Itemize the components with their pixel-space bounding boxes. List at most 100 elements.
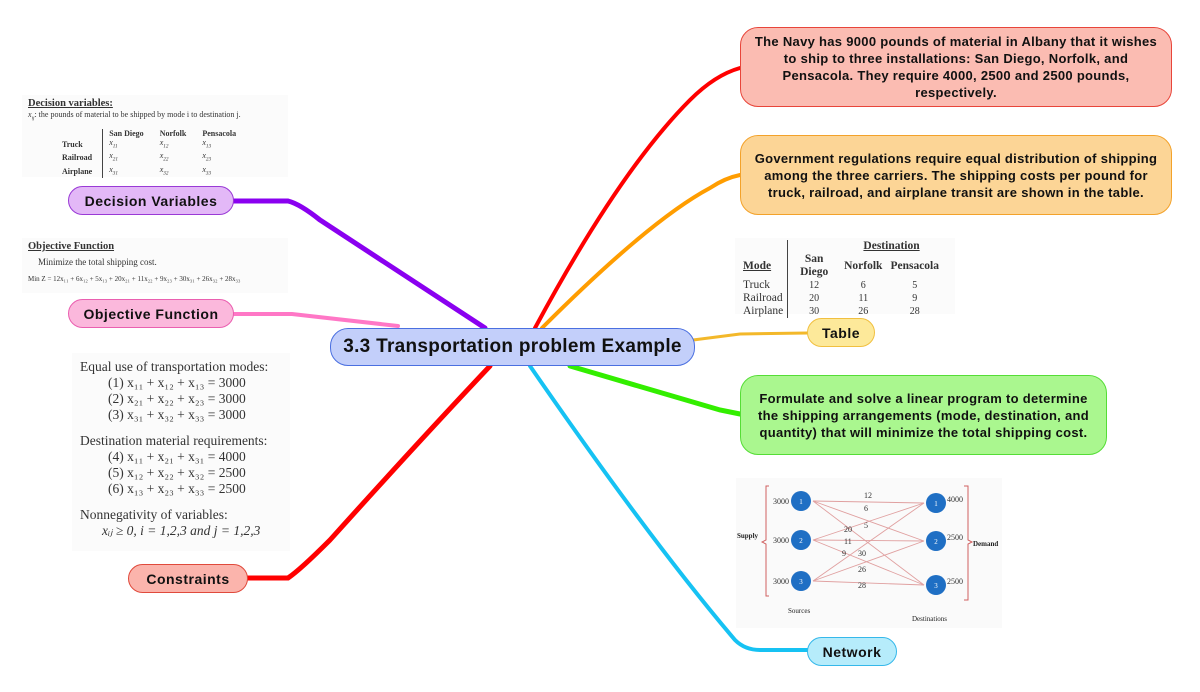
- connector-table: [691, 331, 810, 342]
- cost-col-header: Norfolk: [844, 259, 883, 272]
- central-topic[interactable]: 3.3 Transportation problem Example: [330, 328, 695, 366]
- network-arc-cost: 9: [842, 549, 846, 558]
- constraints-label: Constraints: [146, 570, 230, 587]
- destination-node-id: 2: [934, 538, 938, 546]
- nonnegativity-constraint: xᵢⱼ ≥ 0, i = 1,2,3 and j = 1,2,3: [102, 523, 261, 538]
- network-arc: [812, 502, 925, 541]
- demand-label: Demand: [973, 540, 998, 548]
- network-arc-cost: 20: [844, 525, 852, 534]
- network-arc: [812, 580, 925, 586]
- objective-function-text: Minimize the total shipping cost.: [38, 257, 157, 267]
- objective-function-title: Objective Function: [28, 241, 115, 252]
- constraint-equation: (3) x₃₁ + x₃₂ + x₃₃ = 3000: [108, 407, 246, 422]
- dv-col-header: Pensacola: [202, 128, 237, 138]
- regulations-node[interactable]: Government regulations require equal dis…: [740, 135, 1172, 215]
- connector-decision-variables: [230, 198, 488, 331]
- network-arc: [812, 540, 925, 582]
- source-node-id: 2: [799, 537, 803, 545]
- cost-table-image: Destination Mode San Diego Norfolk Pensa…: [735, 238, 955, 318]
- network-node[interactable]: Network: [807, 637, 897, 666]
- constraint-equation: (5) x₁₂ + x₂₂ + x₃₂ = 2500: [108, 465, 246, 480]
- constraints-node[interactable]: Constraints: [128, 564, 248, 593]
- constraints-heading: Destination material requirements:: [80, 433, 268, 448]
- network-arc-cost: 26: [858, 565, 866, 574]
- source-node: [791, 571, 811, 591]
- source-node: [791, 491, 811, 511]
- decision-variables-node[interactable]: Decision Variables: [68, 186, 234, 215]
- dv-col-header: Norfolk: [159, 128, 187, 138]
- network-arc: [812, 500, 925, 586]
- decision-variables-image: Decision variables: xij: the pounds of m…: [22, 95, 288, 179]
- network-arc: [812, 539, 925, 542]
- destination-node: [926, 531, 946, 551]
- objective-function-label: Objective Function: [83, 305, 219, 322]
- decision-variables-table: San Diego Norfolk Pensacola Truck x11 x1…: [56, 128, 247, 179]
- objective-statement-node[interactable]: Formulate and solve a linear program to …: [740, 375, 1107, 455]
- constraint-equation: (6) x₁₃ + x₂₃ + x₃₃ = 2500: [108, 481, 246, 496]
- constraints-image: Equal use of transportation modes: (1) x…: [72, 353, 290, 551]
- problem-statement-text: The Navy has 9000 pounds of material in …: [754, 34, 1158, 100]
- network-arc-cost: 28: [858, 581, 866, 590]
- connector-network: [528, 364, 810, 652]
- mode-header: Mode: [743, 259, 772, 272]
- objective-function-formula: Min Z = 12x₁₁ + 6x₁₂ + 5x₁₃ + 20x₂₁ + 11…: [28, 275, 241, 283]
- network-arc: [812, 500, 925, 542]
- cost-col-header: San Diego: [787, 253, 841, 279]
- dv-col-header: San Diego: [102, 128, 154, 138]
- source-node-id: 3: [799, 578, 803, 586]
- dv-row: Truck x11 x12 x13: [62, 137, 212, 152]
- connector-constraints: [245, 363, 493, 581]
- objective-function-image: Objective Function Minimize the total sh…: [22, 238, 288, 293]
- table-label: Table: [821, 324, 861, 341]
- destination-demand: 4000: [947, 495, 963, 504]
- cost-col-header: Pensacola: [890, 259, 939, 272]
- network-arc-cost: 30: [858, 549, 866, 558]
- connector-objective-function: [231, 312, 400, 328]
- destination-node: [926, 575, 946, 595]
- cost-row: Truck 12 6 5: [743, 279, 918, 292]
- network-arc: [812, 500, 925, 504]
- objective-statement-text: Formulate and solve a linear program to …: [757, 390, 1090, 440]
- network-arc-cost: 11: [844, 537, 852, 546]
- network-label: Network: [822, 643, 882, 660]
- destinations-label: Destinations: [912, 615, 947, 623]
- destination-node: [926, 493, 946, 513]
- objective-function-node[interactable]: Objective Function: [68, 299, 234, 328]
- regulations-text: Government regulations require equal dis…: [754, 150, 1158, 200]
- destination-demand: 2500: [947, 577, 963, 586]
- network-arc: [812, 539, 925, 586]
- network-arc-cost: 6: [864, 504, 868, 513]
- source-node: [791, 530, 811, 550]
- cost-table: Destination Mode San Diego Norfolk Pensa…: [739, 240, 951, 318]
- supply-bracket: [760, 485, 769, 597]
- network-arc: [812, 502, 925, 582]
- cost-row: Railroad 20 11 9: [743, 292, 918, 305]
- central-topic-label: 3.3 Transportation problem Example: [343, 336, 682, 357]
- connector-regulations: [540, 173, 742, 330]
- constraint-equation: (4) x₁₁ + x₂₁ + x₃₁ = 4000: [108, 449, 246, 464]
- constraint-equation: (1) x₁₁ + x₁₂ + x₁₃ = 3000: [108, 375, 246, 390]
- destination-node-id: 1: [934, 500, 938, 508]
- cost-row: Airplane 30 26 28: [743, 305, 920, 318]
- source-node-id: 1: [799, 498, 803, 506]
- supply-label: Supply: [737, 532, 759, 540]
- constraint-equation: (2) x₂₁ + x₂₂ + x₂₃ = 3000: [108, 391, 246, 406]
- source-supply: 3000: [773, 536, 789, 545]
- problem-statement-node[interactable]: The Navy has 9000 pounds of material in …: [740, 27, 1172, 107]
- source-supply: 3000: [773, 497, 789, 506]
- dv-row: Airplane x31 x32 x33: [62, 164, 212, 179]
- decision-variables-title: Decision variables:: [28, 98, 113, 109]
- network-arc-cost: 12: [864, 491, 872, 500]
- constraints-heading: Nonnegativity of variables:: [80, 507, 228, 522]
- destination-demand: 2500: [947, 533, 963, 542]
- connector-problem-statement: [533, 66, 742, 330]
- connector-objective-statement: [567, 363, 743, 417]
- dv-row: Railroad x21 x22 x23: [62, 151, 212, 165]
- table-node[interactable]: Table: [807, 318, 875, 347]
- demand-bracket: [964, 485, 974, 601]
- decision-variables-description: xij: the pounds of material to be shippe…: [28, 110, 241, 122]
- network-arc-cost: 5: [864, 521, 868, 530]
